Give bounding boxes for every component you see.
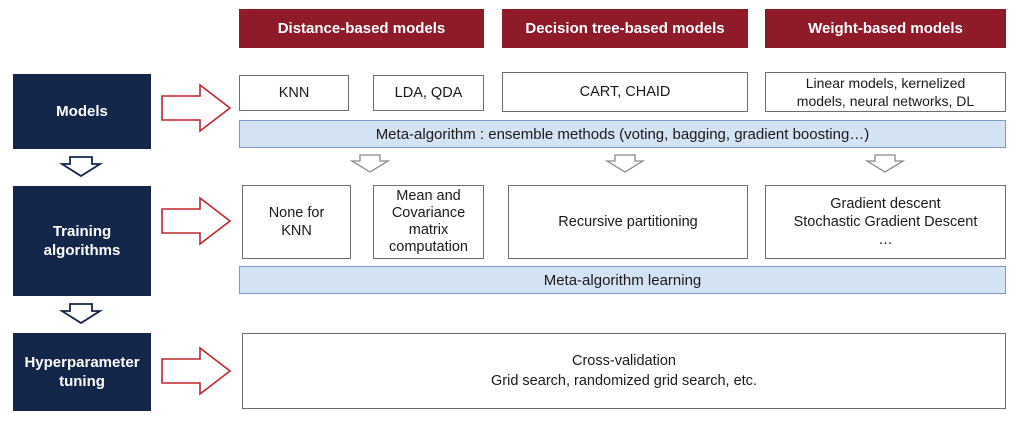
row-label-models: Models: [13, 74, 151, 149]
row-label-tuning: Hyperparameter tuning: [13, 333, 151, 411]
down-arrow-icon: [349, 154, 391, 173]
right-arrow-icon: [161, 196, 232, 246]
model-knn: KNN: [239, 75, 349, 111]
training-weight: Gradient descent Stochastic Gradient Des…: [765, 185, 1006, 259]
meta-algorithm-ensemble: Meta-algorithm : ensemble methods (votin…: [239, 120, 1006, 148]
right-arrow-icon: [161, 83, 232, 133]
header-tree-based: Decision tree-based models: [502, 9, 748, 48]
training-tree: Recursive partitioning: [508, 185, 748, 259]
model-weight-based: Linear models, kernelized models, neural…: [765, 72, 1006, 112]
training-lda: Mean and Covariance matrix computation: [373, 185, 484, 259]
header-distance-based: Distance-based models: [239, 9, 484, 48]
model-lda-qda: LDA, QDA: [373, 75, 484, 111]
down-arrow-icon: [58, 156, 104, 178]
down-arrow-icon: [604, 154, 646, 173]
meta-algorithm-learning: Meta-algorithm learning: [239, 266, 1006, 294]
down-arrow-icon: [58, 303, 104, 325]
header-weight-based: Weight-based models: [765, 9, 1006, 48]
down-arrow-icon: [864, 154, 906, 173]
model-cart-chaid: CART, CHAID: [502, 72, 748, 112]
training-knn: None for KNN: [242, 185, 351, 259]
right-arrow-icon: [161, 346, 232, 396]
row-label-training: Training algorithms: [13, 186, 151, 296]
tuning-box: Cross-validation Grid search, randomized…: [242, 333, 1006, 409]
